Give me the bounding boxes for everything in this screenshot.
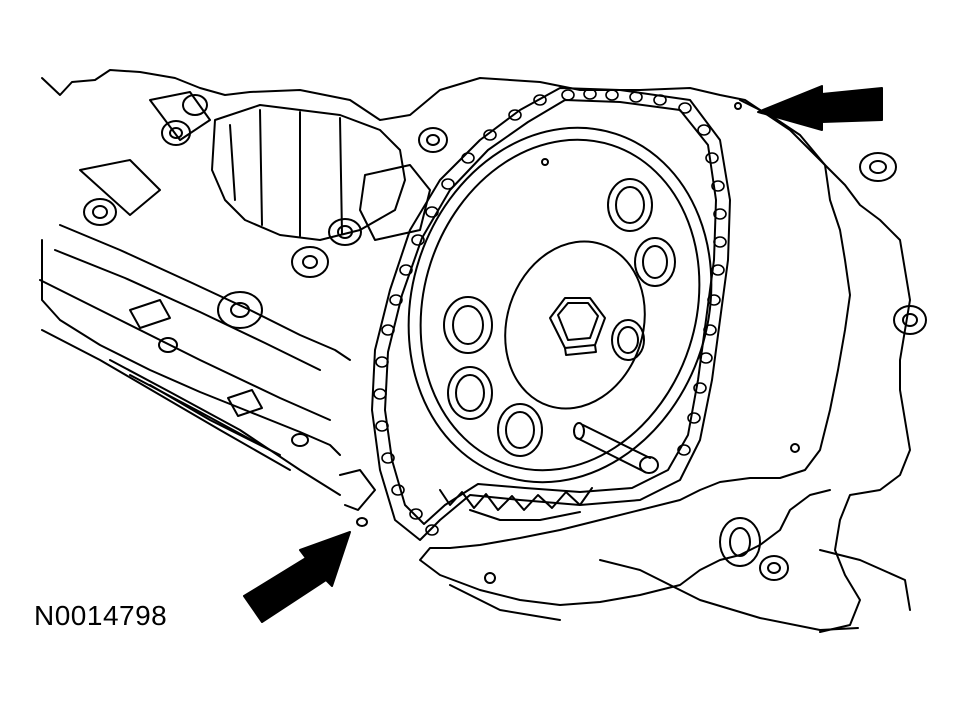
front-cover-right (419, 99, 927, 631)
timing-chain (371, 87, 731, 541)
sprocket-center-bolt (549, 297, 606, 356)
arrow-left-icon (757, 85, 883, 131)
locating-pin (573, 422, 659, 474)
figure-label: N0014798 (34, 600, 168, 631)
crankshaft-gear (439, 487, 593, 521)
camshaft-assembly (79, 91, 448, 329)
camshaft-sprocket (407, 126, 713, 484)
chain-rollers (373, 88, 727, 536)
arrow-upright-icon (243, 531, 351, 623)
dowel-bottom (339, 469, 376, 527)
front-cover-edge (54, 224, 351, 447)
